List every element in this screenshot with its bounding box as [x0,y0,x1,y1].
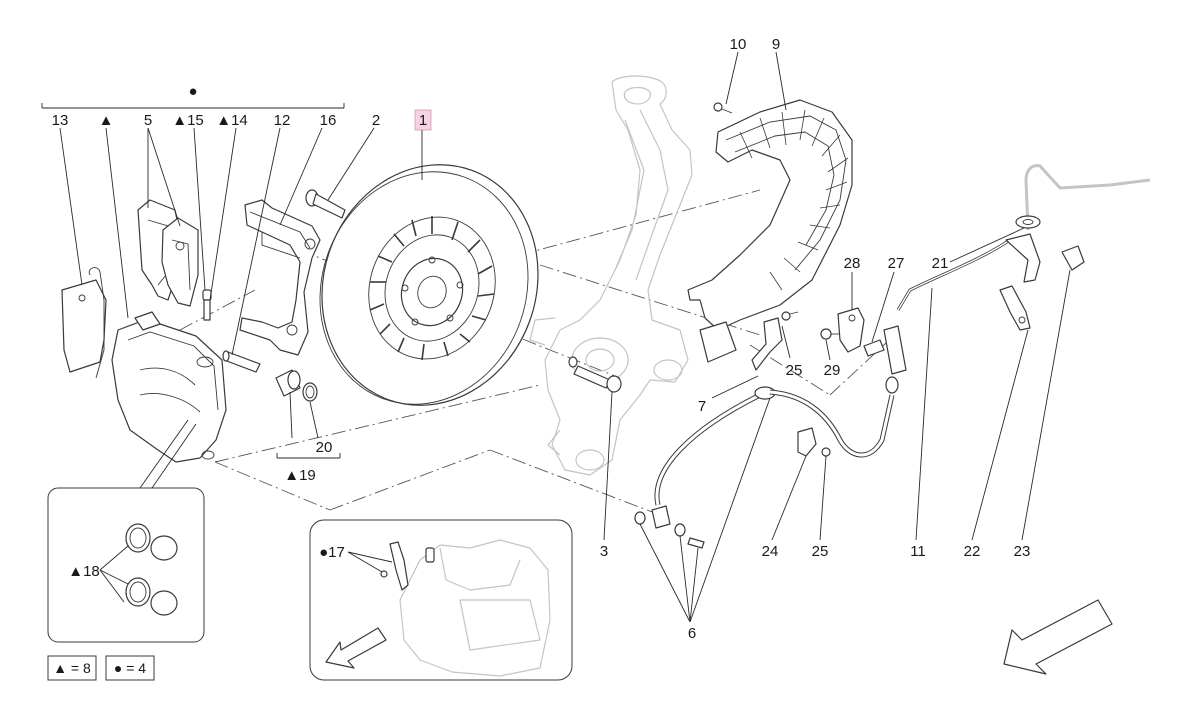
direction-arrow-inset [325,627,387,669]
leader-lines [59,51,1071,623]
caliper-bolt-2 [305,189,346,219]
clip-27 [863,339,885,357]
callout-17: ●17 [319,544,345,561]
callout-25-lower: 25 [812,543,829,560]
legend-dot-text: ● = 4 [114,660,146,676]
seal-kit-inset [47,487,205,643]
anti-rattle-spring [61,267,107,379]
legend-dot-qty: ● = 4 [105,655,155,681]
brake-disc [319,164,539,406]
callout-labels: ● 13 ▲ 5 ▲15 ▲14 12 16 2 1 10 9 28 27 21… [52,36,1031,642]
sensor-pipe [1015,164,1151,231]
callout-29: 29 [824,362,841,379]
callout-1-highlight [414,109,432,131]
callout-16: 16 [320,112,337,129]
guide-pin-12 [222,350,261,373]
caliper-bracket [239,199,321,356]
shield-bolt [713,102,733,114]
bracket-25 [751,311,799,371]
callout-9: 9 [772,36,780,53]
callout-18: ▲18 [68,563,100,580]
legend-triangle-text: ▲ = 8 [53,660,91,676]
bracket-28 [837,307,865,353]
callout-10: 10 [730,36,747,53]
callout-6: 6 [688,625,696,642]
bolt-29 [820,328,840,340]
connector-23 [1061,245,1085,271]
callout-triangle: ▲ [99,112,114,129]
callout-15: ▲15 [172,112,204,129]
callout-28: 28 [844,255,861,272]
callout-5: 5 [144,112,152,129]
hub-bolt [568,356,622,393]
callout-1: 1 [419,112,427,129]
callout-23: 23 [1014,543,1031,560]
callout-19: ▲19 [284,467,316,484]
brake-hose [634,386,776,549]
group-symbol-label: ● [188,83,197,100]
callout-21: 21 [932,255,949,272]
wear-sensor-22 [999,285,1031,331]
brake-pads [137,199,199,307]
callout-27: 27 [888,255,905,272]
direction-arrow-main [1003,599,1113,675]
brake-caliper [111,311,227,463]
dust-shield [687,99,853,363]
piston-19 [275,369,318,402]
brake-line [769,233,1041,458]
hose-clip-24 [797,427,817,457]
callout-3: 3 [600,543,608,560]
legend-triangle-qty: ▲ = 8 [47,655,97,681]
bolt-25-lower [821,447,831,457]
callout-14: ▲14 [216,112,248,129]
callout-24: 24 [762,543,779,560]
callout-12: 12 [274,112,291,129]
group-bracket [41,103,345,459]
callout-20: 20 [316,439,333,456]
callout-13: 13 [52,112,69,129]
callout-25-upper: 25 [786,362,803,379]
callout-11: 11 [910,543,926,560]
bleed-screw-15 [202,289,212,321]
callout-7: 7 [698,398,706,415]
callout-22: 22 [964,543,981,560]
callout-2: 2 [372,112,380,129]
